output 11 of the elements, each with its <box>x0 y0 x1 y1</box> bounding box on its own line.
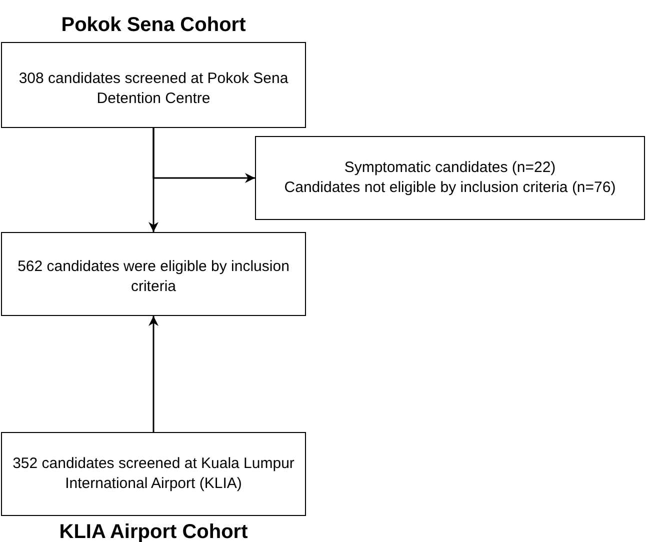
box-text: 352 candidates screened at Kuala Lumpur International Airport (KLIA) <box>12 454 295 494</box>
box-text: 562 candidates were eligible by inclusion criteria <box>16 257 290 297</box>
box-text: 308 candidates screened at Pokok Sena Detention Centre <box>18 69 290 109</box>
arrow <box>148 316 158 432</box>
process-box <box>1 232 306 316</box>
process-box <box>255 136 645 220</box>
arrow <box>152 128 255 183</box>
box-text: Symptomatic candidates (n=22) <box>344 158 556 178</box>
cohort-heading: Pokok Sena Cohort <box>60 14 247 37</box>
box-text: Candidates not eligible by inclusion criteria (n=76) <box>284 178 616 198</box>
cohort-heading: KLIA Airport Cohort <box>58 521 249 542</box>
